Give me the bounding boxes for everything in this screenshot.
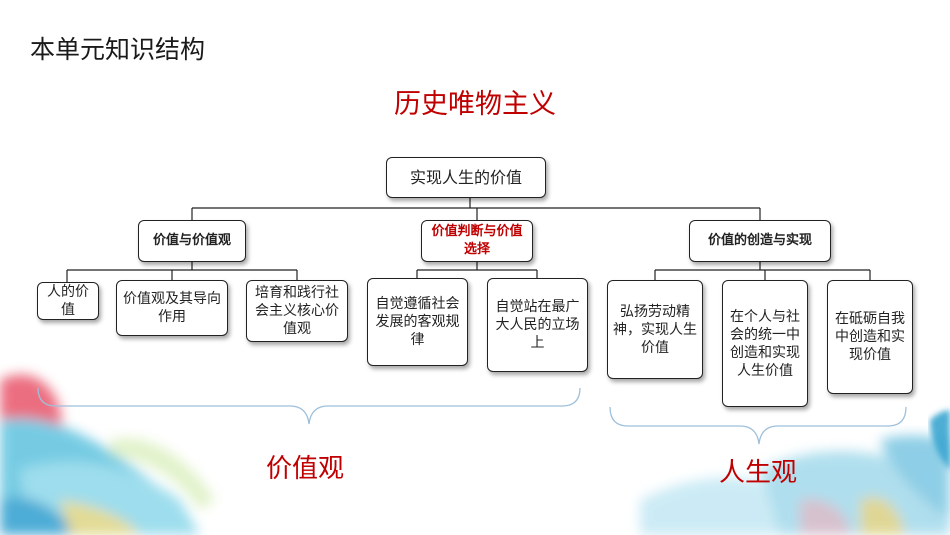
leaf-node: 自觉站在最广大人民的立场上	[487, 278, 588, 372]
label-values-view: 价值观	[266, 454, 345, 484]
leaf-label: 价值观及其导向作用	[123, 291, 221, 325]
leaf-label: 在个人与社会的统一中创造和实现人生价值	[730, 308, 800, 379]
leaf-node: 价值观及其导向作用	[116, 280, 228, 336]
leaf-label: 培育和践行社会主义核心价值观	[255, 285, 339, 337]
leaf-node: 人的价值	[37, 282, 99, 320]
category-label: 价值判断与价值选择	[431, 224, 523, 257]
category-node-values: 价值与价值观	[138, 220, 246, 262]
page-title: 本单元知识结构	[30, 35, 206, 64]
leaf-node: 培育和践行社会主义核心价值观	[246, 280, 348, 342]
root-node: 实现人生的价值	[386, 157, 546, 198]
main-title: 历史唯物主义	[394, 89, 556, 120]
leaf-node: 弘扬劳动精神，实现人生价值	[607, 280, 703, 379]
leaf-node: 在个人与社会的统一中创造和实现人生价值	[722, 280, 808, 407]
leaf-node: 自觉遵循社会发展的客观规律	[367, 278, 468, 366]
category-node-judgment: 价值判断与价值选择	[421, 220, 533, 262]
leaf-label: 自觉遵循社会发展的客观规律	[375, 296, 460, 348]
category-node-creation: 价值的创造与实现	[689, 220, 831, 262]
category-label: 价值的创造与实现	[707, 233, 812, 248]
leaf-node: 在砥砺自我中创造和实现价值	[827, 280, 913, 394]
leaf-label: 自觉站在最广大人民的立场上	[495, 299, 580, 351]
leaf-label: 人的价值	[47, 284, 89, 318]
label-life-view: 人生观	[719, 458, 798, 488]
leaf-label: 在砥砺自我中创造和实现价值	[835, 311, 905, 363]
leaf-label: 弘扬劳动精神，实现人生价值	[613, 303, 697, 356]
category-label: 价值与价值观	[152, 233, 231, 248]
root-node-label: 实现人生的价值	[409, 167, 522, 187]
